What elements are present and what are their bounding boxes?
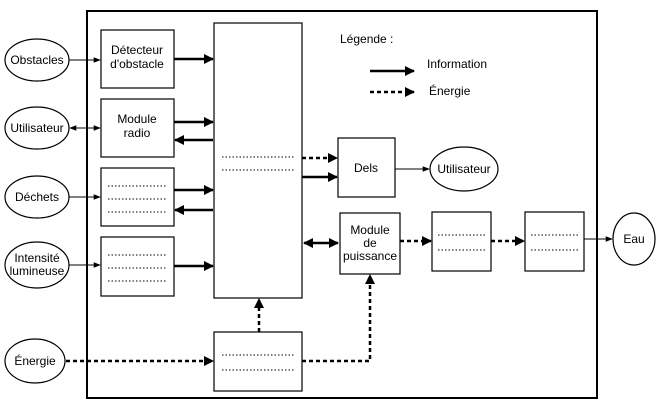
actuator-block-2: [524, 211, 585, 272]
power-module-label-line3: puissance: [343, 249, 397, 263]
light-sensor-block: [100, 236, 175, 297]
obstacle-detector-label-line1: Détecteur: [111, 43, 163, 57]
user-in-label: Utilisateur: [10, 121, 63, 135]
waste-label: Déchets: [15, 190, 59, 204]
obstacle-detector-block: [100, 29, 175, 89]
energy-source-ellipse: [4, 338, 66, 384]
power-module-block: [339, 212, 401, 275]
radio-module-label-line2: radio: [124, 126, 151, 140]
obstacle-detector-label-line2: d'obstacle: [110, 57, 164, 71]
legend-information-label: Information: [427, 57, 487, 71]
system-boundary: [86, 10, 598, 399]
leds-block: [337, 137, 396, 198]
light-intensity-label-line1: Intensité: [14, 251, 60, 265]
user-in-ellipse: [4, 106, 70, 150]
waste-block: [100, 167, 175, 227]
power-module-label-line2: de: [363, 236, 377, 250]
water-label: Eau: [623, 232, 644, 246]
energy-source-label: Énergie: [14, 353, 56, 368]
legend-title: Légende :: [340, 32, 393, 46]
user-out-label: Utilisateur: [437, 162, 490, 176]
water-ellipse: [612, 212, 656, 266]
radio-module-label-line1: Module: [117, 112, 157, 126]
actuator-block-1: [431, 211, 492, 272]
legend-energy-label: Énergie: [429, 83, 471, 98]
energy-block-to-power-module-arrow: [302, 274, 375, 363]
power-module-label-line1: Module: [350, 223, 390, 237]
energy-block: [213, 331, 303, 392]
light-intensity-label-line2: lumineuse: [10, 264, 65, 278]
central-block: [213, 22, 303, 299]
user-out-ellipse: [429, 146, 499, 192]
radio-module-block: [100, 98, 175, 158]
leds-label: Dels: [354, 161, 378, 175]
obstacles-label: Obstacles: [10, 53, 63, 67]
